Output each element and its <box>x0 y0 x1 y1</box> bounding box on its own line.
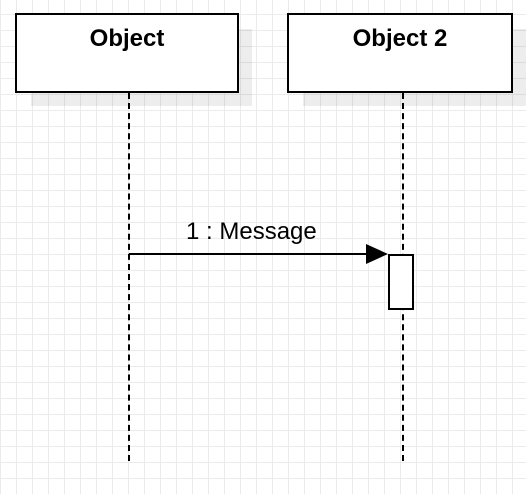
message-label[interactable]: 1 : Message <box>186 218 317 245</box>
object-1-lifeline[interactable] <box>128 93 130 461</box>
object-1-box[interactable]: Object <box>15 13 239 93</box>
object-1-label: Object <box>89 25 165 52</box>
object-2-activation-bar[interactable] <box>388 254 414 310</box>
object-2-box[interactable]: Object 2 <box>287 13 513 93</box>
message-arrow-head <box>366 244 388 264</box>
object-2-label: Object 2 <box>352 25 448 52</box>
